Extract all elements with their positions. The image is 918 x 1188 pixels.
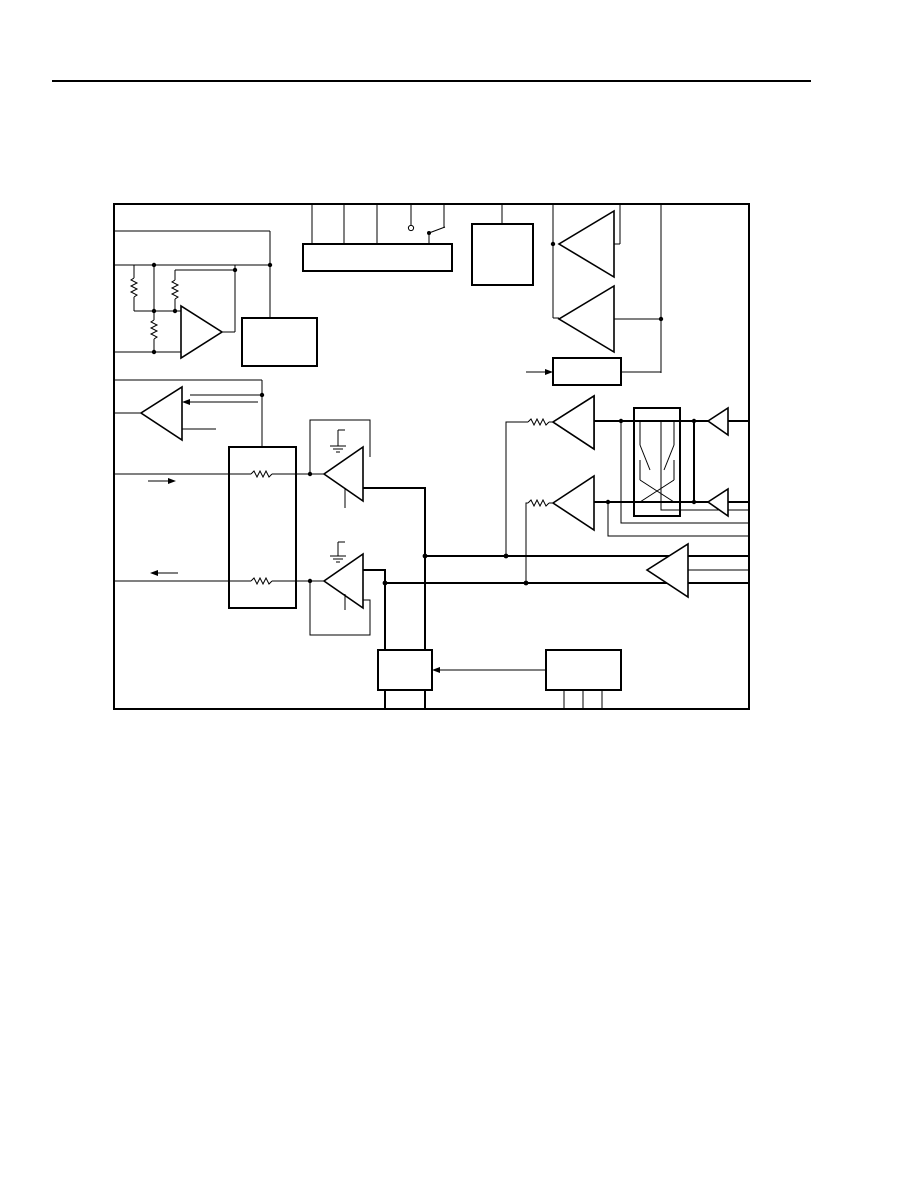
top-register-group [302, 204, 453, 272]
left-amp-network [114, 230, 318, 367]
crossover-box [633, 407, 681, 517]
arrow-right-icon [545, 369, 553, 375]
buffer-1-icon [706, 406, 729, 437]
resistor-icon [170, 279, 180, 300]
top-register-block [302, 243, 453, 272]
header-rule [52, 80, 811, 82]
arrow-right-icon [168, 478, 176, 484]
amplifier-7-icon [645, 542, 689, 599]
left-block [241, 317, 318, 367]
resistor-icon [129, 277, 139, 298]
bottom-control-block [545, 649, 622, 691]
left-output-amp [114, 379, 265, 447]
switch-contact-icon [407, 224, 415, 232]
outer-frame [113, 203, 750, 710]
arrow-left-icon [150, 570, 158, 576]
bottom-mux-block [377, 649, 433, 691]
resistor-icon [250, 469, 273, 479]
lower-line-amp [309, 541, 386, 709]
top-right-amplifiers [526, 204, 664, 386]
upper-line-amp [309, 419, 426, 709]
switch-icon [428, 226, 446, 234]
amplifier-2-icon [557, 284, 615, 354]
control-block [552, 357, 622, 386]
top-right-block [471, 223, 534, 286]
resistor-icon [149, 319, 159, 340]
amplifier-5-icon [322, 445, 364, 503]
resistor-icon [250, 576, 273, 586]
arrow-left-icon [432, 667, 440, 673]
amplifier-1-icon [557, 209, 615, 279]
amplifier-6-icon [322, 552, 364, 610]
right-receive-chain [505, 394, 708, 583]
arrow-left-icon [182, 399, 190, 405]
buffer-2-icon [706, 487, 729, 518]
amplifier-4-icon [139, 385, 183, 442]
amplifier-9-icon [551, 474, 595, 532]
amplifier-3-icon [180, 304, 224, 360]
crossover-switch [605, 407, 749, 537]
resistor-icon [527, 498, 550, 508]
resistor-icon [527, 417, 550, 427]
